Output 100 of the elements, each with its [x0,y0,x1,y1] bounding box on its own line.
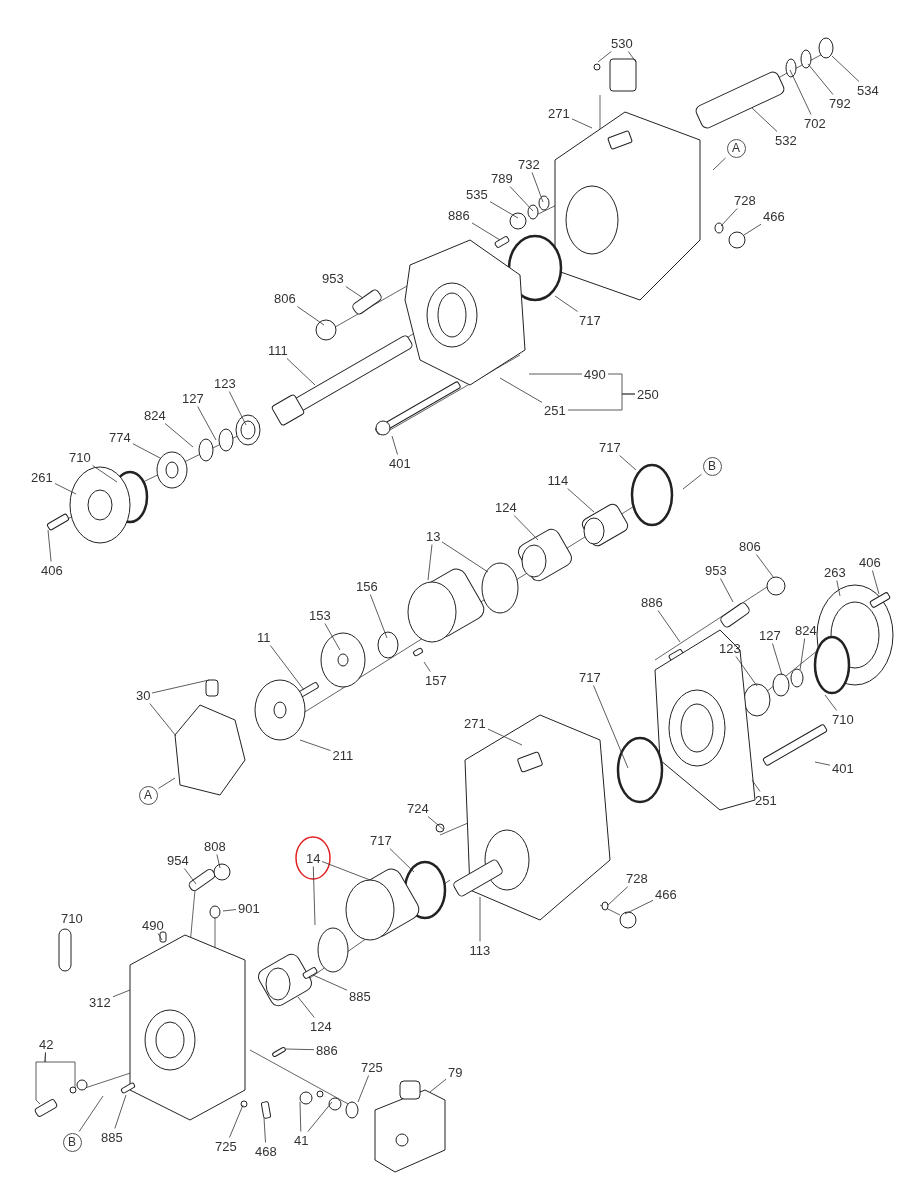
leader-line [114,1094,127,1129]
callout-number: 127 [181,390,205,406]
leader-line [54,483,77,495]
leader-line [751,779,761,792]
leader-line [312,866,316,926]
callout-number: 901 [237,900,261,916]
leader-line [157,933,163,941]
callout-number: 534 [856,82,880,98]
callout-number: 13 [425,528,442,544]
callout-number: 111 [267,342,289,358]
leader-line [528,373,583,375]
callout-number: 406 [40,562,64,578]
leader-line [321,861,371,881]
callout-number: 490 [141,917,165,933]
callout-number: 824 [143,407,167,423]
leader-line [296,306,325,326]
callout-number: 824 [794,622,818,638]
callout-number: 717 [578,312,602,328]
leader-line [814,761,831,766]
leader-line [627,51,637,63]
leader-line [554,295,578,312]
leader-line [593,685,629,769]
leader-line [357,1075,369,1103]
callout-number: 886 [447,207,471,223]
leader-line [567,488,595,513]
leader-line [720,208,738,227]
callout-number: 885 [348,988,372,1004]
callout-number: 710 [60,910,84,926]
reference-letter: B [702,456,722,476]
leader-line [216,854,221,869]
leader-line [228,391,247,426]
leader-line [751,107,778,132]
leader-line [682,473,702,490]
leader-line [471,222,501,241]
callout-number: 30 [135,687,152,703]
leader-line [607,886,629,906]
callout-number: 725 [214,1138,238,1154]
leader-line [151,679,210,694]
leader-line [513,515,539,541]
callout-number: 156 [355,578,379,594]
callout-number: 530 [610,35,634,51]
leader-line [222,909,237,912]
leader-line [184,868,197,885]
callout-number: 41 [293,1132,310,1148]
leader-line [197,406,217,441]
leader-line [391,435,398,455]
leader-line [735,656,758,687]
callout-number: 885 [100,1129,124,1145]
leader-line [263,1117,266,1143]
leader-line [807,63,834,95]
leader-line [743,223,762,236]
callout-number: 532 [774,132,798,148]
leader-line [712,157,726,171]
callout-number: 127 [758,627,782,643]
leader-line [571,118,593,129]
leader-line [720,578,734,603]
leader-line [299,1101,302,1132]
leader-line [389,848,415,873]
leader-line [597,51,612,63]
callout-number: 401 [388,455,412,471]
leader-line [285,1048,315,1051]
callout-number: 725 [360,1059,384,1075]
leader-line [772,643,783,676]
leader-line [799,638,806,671]
callout-number: 123 [718,640,742,656]
leader-line [112,989,131,998]
callout-number: 124 [309,1018,333,1034]
callout-number: 717 [598,439,622,455]
leader-line [158,777,176,789]
leader-line [619,455,637,471]
callout-number: 406 [858,554,882,570]
callout-number: 468 [254,1143,278,1159]
callout-number: 401 [831,760,855,776]
callout-number: 732 [517,156,541,172]
callout-number: 490 [583,366,607,382]
leader-line [831,55,860,82]
callout-number: 792 [828,95,852,111]
leader-line [531,172,544,203]
callout-number: 466 [762,208,786,224]
leader-line [423,661,431,672]
leader-line [487,728,523,746]
leader-line [756,554,775,579]
leader-line [489,201,519,219]
leader-line [270,645,305,691]
leader-line [509,186,534,212]
callout-number: 263 [823,564,847,580]
leader-line [657,610,681,643]
callout-number: 808 [203,838,227,854]
leader-line [324,623,341,651]
leader-line [427,544,433,581]
leader-line [824,694,837,711]
leader-line [92,465,118,483]
callout-number: 123 [213,375,237,391]
leader-line [47,529,52,562]
callout-number: 113 [468,942,492,958]
leader-line [789,69,812,115]
callout-number: 251 [754,792,778,808]
callout-number: 271 [463,715,487,731]
callout-number: 886 [640,594,664,610]
leader-line [836,580,841,597]
